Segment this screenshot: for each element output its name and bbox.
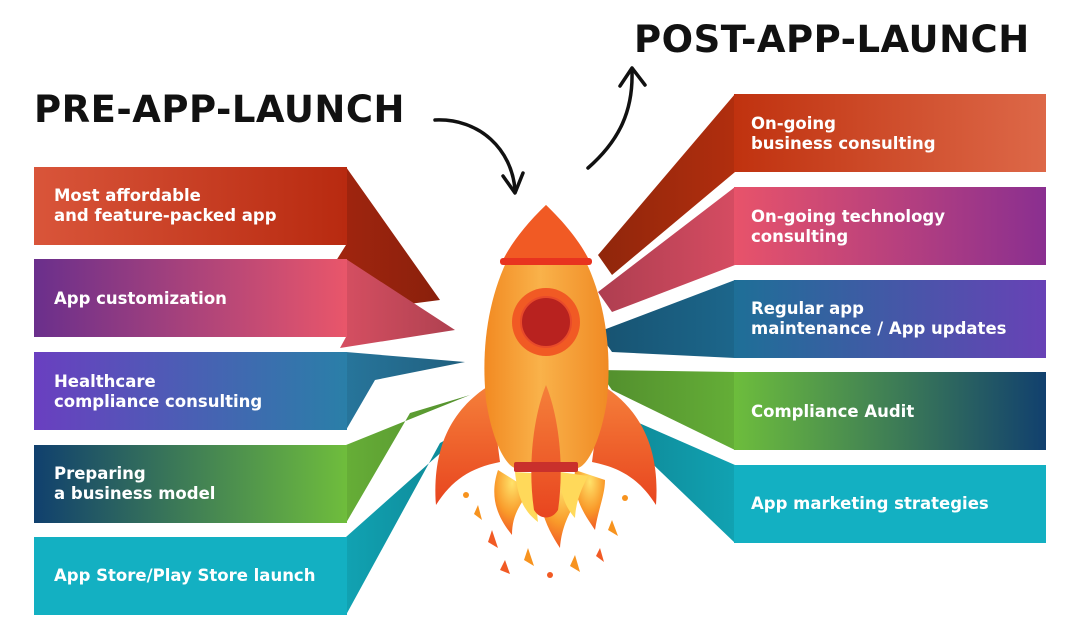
connector-wedge	[346, 425, 472, 615]
connector-wedge	[598, 280, 735, 358]
pre-launch-item-label: App customization	[54, 288, 227, 308]
pre-launch-item-label: App Store/Play Store launch	[54, 566, 316, 585]
post-launch-item-label: On-going business consulting	[751, 113, 936, 153]
bar-background	[734, 94, 1046, 172]
pre-launch-heading: PRE-APP-LAUNCH	[34, 88, 406, 131]
post-launch-bars	[734, 94, 1046, 543]
pre-launch-item-label: Preparing a business model	[54, 464, 216, 503]
pre-launch-item-label: Healthcare compliance consulting	[54, 371, 263, 411]
bar-background	[734, 465, 1046, 543]
arrow-head-in	[501, 171, 525, 195]
post-launch-connectors	[598, 94, 735, 543]
post-launch-item: App marketing strategies	[734, 465, 1046, 543]
arrow-head-out	[618, 66, 647, 88]
pre-launch-item: App Store/Play Store launch	[34, 537, 347, 615]
rocket-left-fin	[435, 385, 500, 505]
bar-background	[34, 259, 347, 337]
connector-wedge	[346, 352, 465, 430]
pre-launch-item: Most affordable and feature-packed app	[34, 167, 347, 245]
post-launch-item: Regular app maintenance / App updates	[734, 280, 1046, 358]
post-launch-item-label: On-going technology consulting	[751, 206, 945, 246]
rocket-icon	[435, 205, 657, 578]
rocket-center-fin	[531, 385, 561, 518]
post-launch-item: On-going technology consulting	[734, 187, 1046, 266]
connector-wedge	[598, 187, 735, 312]
connector-wedge	[340, 259, 455, 348]
pre-launch-item: App customization	[34, 259, 347, 338]
pre-launch-item: Preparing a business model	[34, 445, 347, 523]
connector-wedge	[346, 395, 470, 523]
pre-launch-bars	[34, 167, 347, 615]
bar-background	[34, 445, 347, 523]
rocket-nose	[502, 205, 590, 262]
curved-arrow-icon	[586, 70, 634, 170]
bar-background	[734, 280, 1046, 358]
pre-launch-item-label: Most affordable and feature-packed app	[54, 186, 277, 225]
rocket-right-fin	[592, 385, 657, 505]
connector-wedge	[598, 370, 735, 450]
post-launch-item-label: Regular app maintenance / App updates	[751, 299, 1007, 338]
post-launch-item-label: App marketing strategies	[751, 494, 989, 513]
bar-background	[734, 372, 1046, 450]
post-launch-heading: POST-APP-LAUNCH	[634, 18, 1030, 61]
post-launch-item-label: Compliance Audit	[751, 401, 915, 421]
bar-background	[734, 187, 1046, 265]
curved-arrow-icon	[433, 118, 517, 192]
post-launch-item: Compliance Audit	[734, 372, 1046, 451]
pre-launch-item: Healthcare compliance consulting	[34, 352, 347, 431]
connector-wedge	[598, 94, 735, 275]
bar-background	[34, 352, 347, 430]
bar-background	[34, 537, 347, 615]
post-launch-item: On-going business consulting	[734, 94, 1046, 173]
bar-background	[34, 167, 347, 245]
